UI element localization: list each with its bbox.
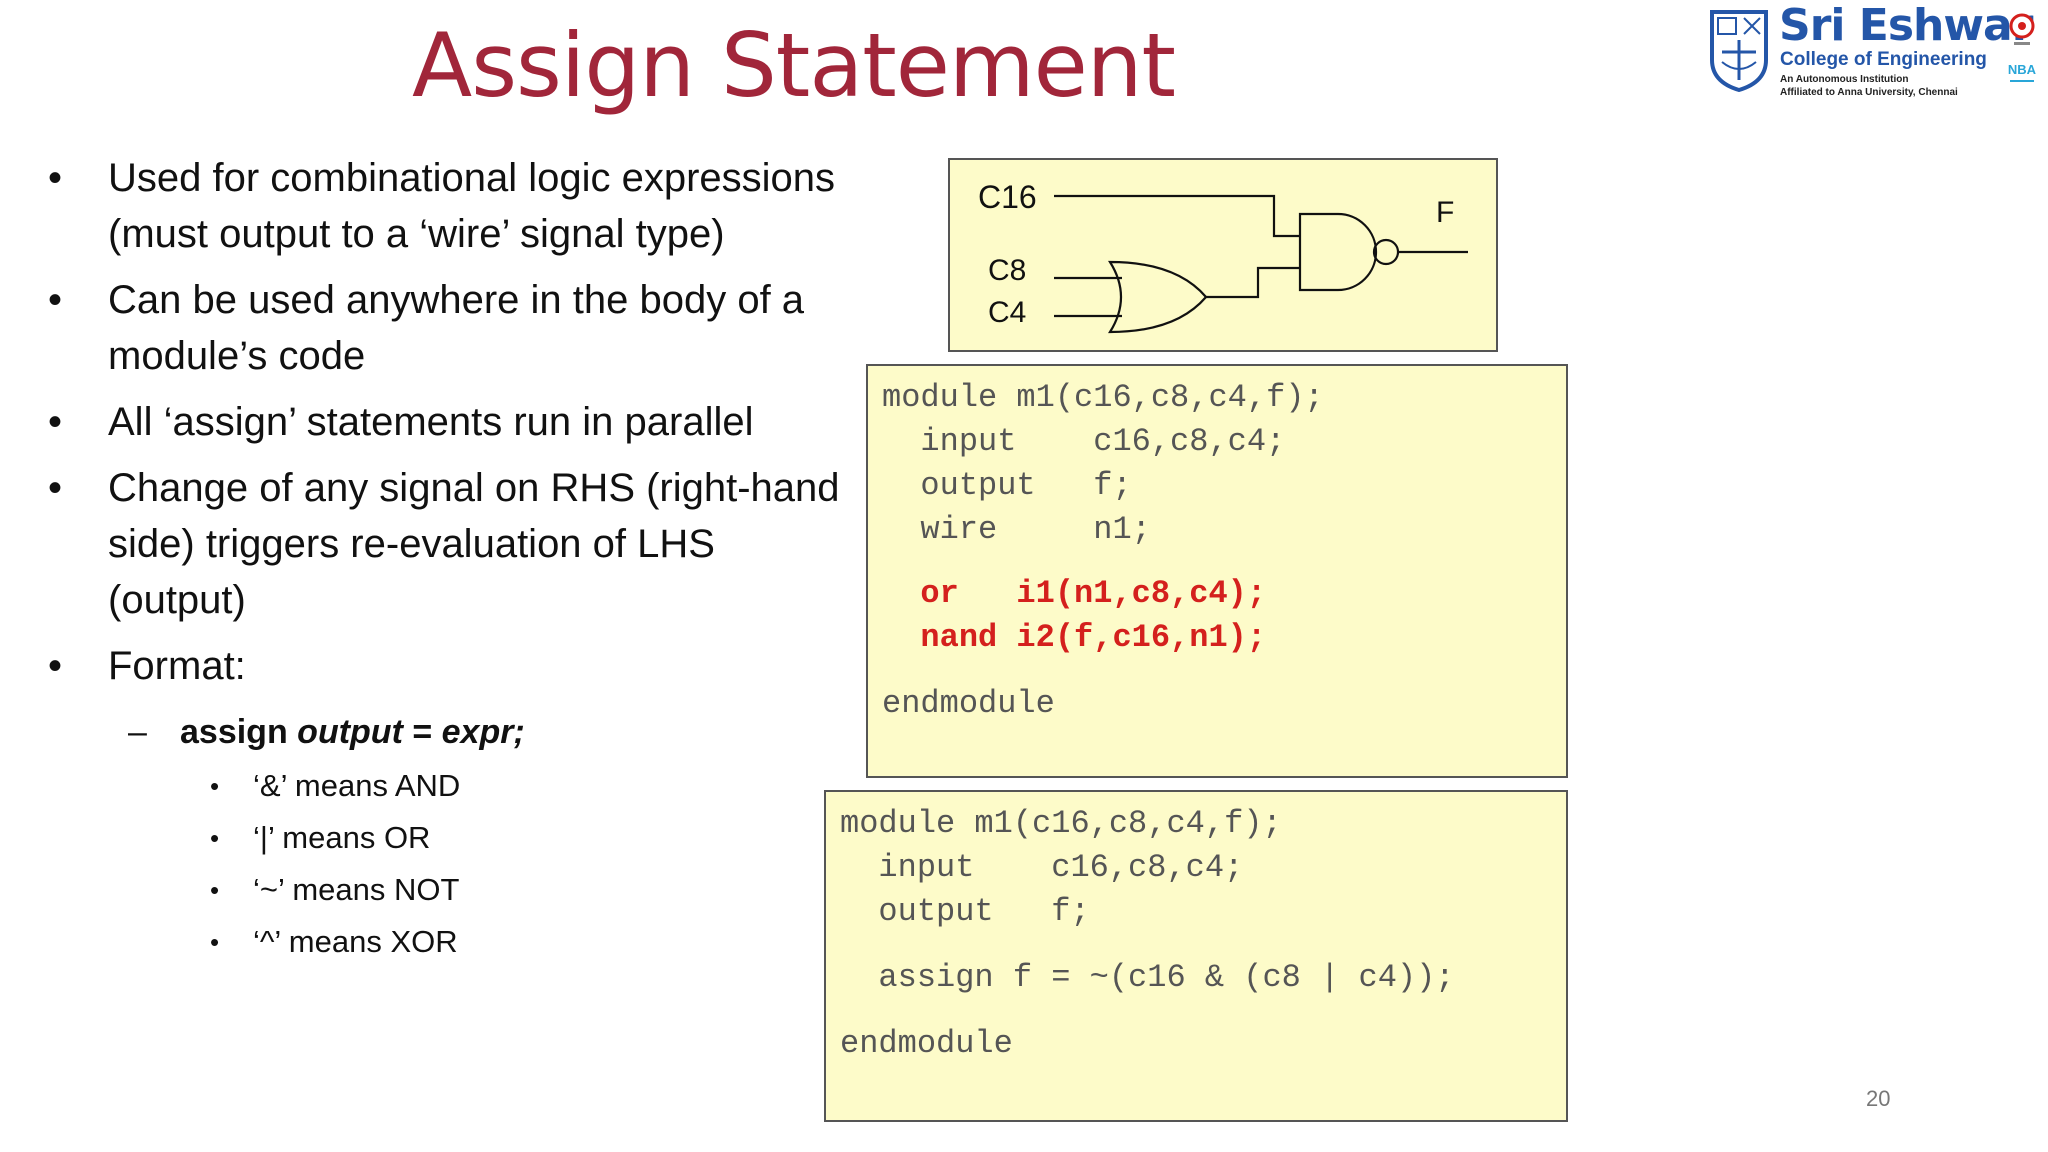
format-output: output (297, 713, 403, 751)
college-logo: Sri Eshwar College of Engineering An Aut… (1704, 0, 2044, 98)
college-subtitle: College of Engineering (1780, 49, 1987, 70)
code-line: endmodule (840, 1025, 1013, 1062)
bullet-text: All ‘assign’ statements run in parallel (108, 400, 754, 444)
slide-title: Assign Statement (412, 14, 1176, 117)
code-line: wire n1; (882, 511, 1151, 548)
bullet-dot-icon: • (210, 927, 220, 957)
bullet-dot-icon: • (48, 400, 63, 444)
operator-item: • ‘&’ means AND (40, 760, 840, 812)
bullet-text: Change of any signal on RHS (right-hand … (108, 466, 840, 622)
structural-code-box: module m1(c16,c8,c4,f); input c16,c8,c4;… (866, 364, 1568, 778)
bullet-item: • Change of any signal on RHS (right-hand… (40, 460, 840, 628)
input-label-c4: C4 (988, 296, 1026, 329)
operator-text: ‘|’ means OR (253, 820, 431, 855)
operator-text: ‘^’ means XOR (253, 924, 458, 959)
bullet-dot-icon: • (210, 875, 220, 905)
bullet-dot-icon: • (48, 156, 63, 200)
output-label-f: F (1436, 196, 1454, 229)
gate-instance-nand: nand i2(f,c16,n1); (882, 619, 1267, 656)
code-line: input c16,c8,c4; (840, 849, 1244, 886)
nba-badge-text: NBA (2008, 62, 2037, 77)
operator-text: ‘&’ means AND (253, 768, 461, 803)
operator-item: • ‘|’ means OR (40, 812, 840, 864)
input-label-c8: C8 (988, 254, 1026, 287)
accreditation-badge-icon: NBA (2008, 13, 2037, 82)
bullet-dot-icon: • (210, 823, 220, 853)
logic-gate-schematic: C16 C8 C4 F (978, 179, 1468, 334)
dash-icon: – (128, 713, 147, 751)
assign-code-box: module m1(c16,c8,c4,f); input c16,c8,c4;… (824, 790, 1568, 1122)
format-line: –assign output = expr; (40, 704, 840, 760)
bullet-dot-icon: • (48, 466, 63, 510)
assign-statement-line: assign f = ~(c16 & (c8 | c4)); (840, 959, 1455, 996)
format-equals: = (402, 713, 442, 751)
college-crest-icon (1710, 10, 1768, 92)
bullet-item: • Format: (40, 638, 840, 694)
assign-keyword: assign (180, 713, 298, 751)
bullet-text: Format: (108, 644, 246, 688)
operator-item: • ‘~’ means NOT (40, 864, 840, 916)
code-line: output f; (882, 467, 1132, 504)
college-tagline-1: An Autonomous Institution (1780, 74, 1909, 85)
gate-instance-or: or i1(n1,c8,c4); (882, 575, 1267, 612)
bullet-dot-icon: • (48, 644, 63, 688)
bullet-text: Used for combinational logic expressions… (108, 156, 836, 256)
college-tagline-2: Affiliated to Anna University, Chennai (1780, 87, 1958, 98)
code-line: module m1(c16,c8,c4,f); (882, 379, 1324, 416)
code-line: output f; (840, 893, 1090, 930)
or-gate (1108, 260, 1208, 334)
input-label-c16: C16 (978, 179, 1037, 215)
bullet-list: • Used for combinational logic expression… (40, 150, 840, 968)
operator-text: ‘~’ means NOT (253, 872, 460, 907)
bullet-item: • Used for combinational logic expression… (40, 150, 840, 262)
wire-n1 (1206, 266, 1300, 299)
code-line: endmodule (882, 685, 1055, 722)
code-line: module m1(c16,c8,c4,f); (840, 805, 1282, 842)
code-line: input c16,c8,c4; (882, 423, 1286, 460)
nand-bubble (1372, 238, 1400, 266)
circuit-diagram: C16 C8 C4 F (948, 158, 1498, 352)
bullet-item: • Can be used anywhere in the body of a m… (40, 272, 840, 384)
bullet-item: • All ‘assign’ statements run in parallel (40, 394, 840, 450)
bullet-text: Can be used anywhere in the body of a mo… (108, 278, 805, 378)
college-name: Sri Eshwar (1779, 0, 2033, 51)
operator-item: • ‘^’ means XOR (40, 916, 840, 968)
bullet-dot-icon: • (48, 278, 63, 322)
bullet-dot-icon: • (210, 771, 220, 801)
page-number: 20 (1866, 1086, 1891, 1111)
nand-gate (1298, 212, 1378, 292)
wire-c16 (1054, 194, 1300, 238)
format-expr: expr; (441, 713, 525, 751)
